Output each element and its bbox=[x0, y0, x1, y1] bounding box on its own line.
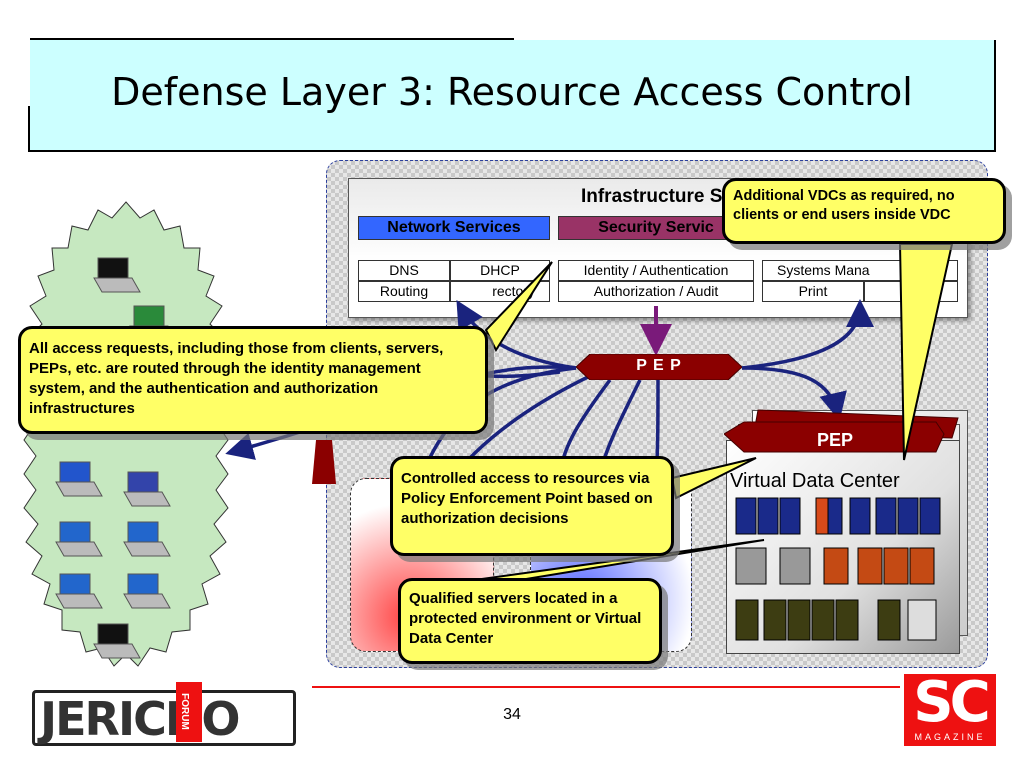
controlled-access-callout-pointer bbox=[670, 457, 757, 500]
title-border-gap bbox=[514, 34, 1000, 40]
jericho-forum-logo: JERICHO FORUM bbox=[32, 674, 300, 746]
olive-servers bbox=[735, 599, 937, 641]
callout-qualified-servers: Qualified servers located in a protected… bbox=[398, 578, 662, 664]
access-callout-pointer bbox=[484, 261, 553, 353]
sc-wordmark: SC bbox=[913, 670, 990, 735]
vdc-server-racks bbox=[735, 497, 941, 641]
callout-controlled-access: Controlled access to resources via Polic… bbox=[390, 456, 674, 556]
blue-servers bbox=[735, 497, 941, 535]
laptop-icons bbox=[55, 257, 177, 659]
grey-servers bbox=[735, 547, 811, 585]
callout-access-requests: All access requests, including those fro… bbox=[18, 326, 488, 434]
client-cloud bbox=[23, 201, 229, 667]
central-pep-label: P E P bbox=[636, 357, 682, 374]
central-pep-shape bbox=[576, 354, 742, 380]
vdc-pep-label: PEP bbox=[816, 430, 854, 450]
jericho-forum-text: FORUM bbox=[178, 693, 190, 730]
sc-magazine-text: MAGAZINE bbox=[914, 732, 986, 742]
jericho-wordmark: JERICHO bbox=[40, 692, 240, 746]
jericho-red-bar bbox=[176, 682, 202, 742]
orange-servers bbox=[823, 547, 935, 585]
identity-authentication-cell: Identity / Authentication bbox=[558, 260, 754, 281]
callout-additional-vdcs: Additional VDCs as required, no clients … bbox=[722, 178, 1006, 244]
title-banner bbox=[28, 38, 996, 152]
infrastructure-services-title: Infrastructure Se bbox=[580, 186, 734, 207]
routing-cell: Routing bbox=[358, 281, 450, 302]
sc-magazine-logo: SC MAGAZINE bbox=[904, 670, 996, 746]
dns-cell: DNS bbox=[358, 260, 450, 281]
footer-divider bbox=[312, 686, 900, 688]
print-cell: Print bbox=[762, 281, 864, 302]
network-services-header: Network Services bbox=[358, 216, 550, 240]
page-number: 34 bbox=[503, 706, 521, 723]
title-border-gap-left bbox=[24, 38, 30, 106]
arrow-pep-to-management bbox=[741, 299, 874, 370]
virtual-data-center-label: Virtual Data Center bbox=[730, 470, 900, 492]
arrow-pep-to-vdc bbox=[741, 366, 847, 421]
authorization-audit-cell: Authorization / Audit bbox=[558, 281, 754, 302]
additional-vdc-callout-pointer bbox=[898, 243, 954, 461]
client-pep-marker bbox=[312, 440, 336, 484]
arrow-pep-to-network bbox=[456, 299, 577, 370]
slide-title: Defense Layer 3: Resource Access Control bbox=[111, 70, 913, 114]
dhcp-cell: DHCP bbox=[450, 260, 550, 281]
